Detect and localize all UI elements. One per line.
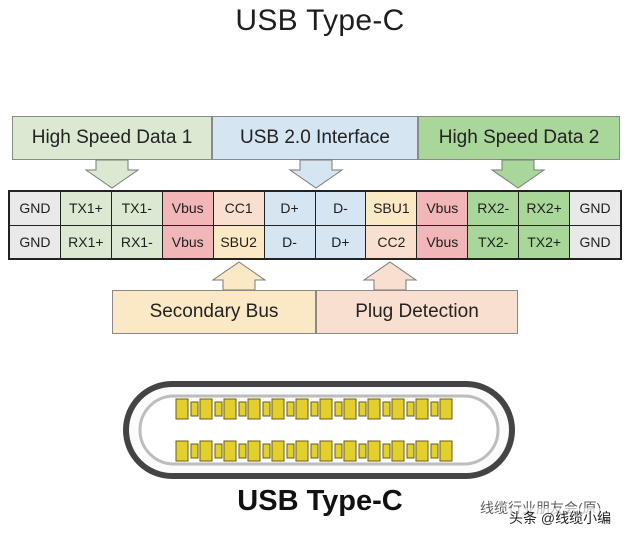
group-high-speed-data-1: High Speed Data 1: [12, 116, 212, 160]
pin-bottom-5: SBU2: [213, 225, 264, 258]
contact-pad: [175, 398, 189, 420]
contact-pad-small: [406, 401, 415, 417]
contact-pad-small: [214, 443, 223, 459]
contact-pad-small: [238, 401, 247, 417]
pin-top-7: D-: [315, 192, 366, 225]
pin-top-9: Vbus: [417, 192, 468, 225]
contact-pad: [175, 440, 189, 462]
contact-pad: [367, 440, 381, 462]
pin-top-12: GND: [570, 192, 620, 225]
contact-pad-small: [190, 401, 199, 417]
pin-top-10: RX2-: [468, 192, 519, 225]
pin-bottom-3: RX1-: [111, 225, 162, 258]
pin-top-4: Vbus: [162, 192, 213, 225]
pin-bottom-1: GND: [10, 225, 60, 258]
pin-top-11: RX2+: [519, 192, 570, 225]
contact-pad: [199, 398, 213, 420]
contact-pad: [367, 398, 381, 420]
pin-top-1: GND: [10, 192, 60, 225]
pin-top-6: D+: [264, 192, 315, 225]
contact-pad-small: [310, 443, 319, 459]
group-label: Plug Detection: [355, 301, 479, 322]
contact-pad: [415, 440, 429, 462]
contact-pad: [247, 398, 261, 420]
pin-top-2: TX1+: [60, 192, 111, 225]
pin-bottom-4: Vbus: [162, 225, 213, 258]
group-label: Secondary Bus: [149, 301, 279, 322]
watermark-handle: 头条 @线缆小编: [509, 508, 612, 528]
contact-pad-small: [214, 401, 223, 417]
arrow-down-usb2: [288, 159, 344, 189]
contact-pad: [199, 440, 213, 462]
contact-pad: [295, 398, 309, 420]
pin-bottom-10: TX2-: [468, 225, 519, 258]
contact-pad-small: [382, 443, 391, 459]
contact-pad-small: [406, 443, 415, 459]
contact-pad-small: [262, 401, 271, 417]
contact-pad-small: [358, 443, 367, 459]
contact-pad-small: [334, 443, 343, 459]
pin-bottom-9: Vbus: [417, 225, 468, 258]
group-label: High Speed Data 2: [438, 127, 600, 148]
contact-pad: [319, 440, 333, 462]
contact-pad: [295, 440, 309, 462]
contact-pad-small: [310, 401, 319, 417]
group-secondary-bus: Secondary Bus: [112, 290, 316, 334]
contact-pad-small: [190, 443, 199, 459]
pin-bottom-12: GND: [570, 225, 620, 258]
contact-pad-small: [358, 401, 367, 417]
contact-pad: [343, 440, 357, 462]
connector-top-contacts: [175, 398, 453, 420]
contact-pad-small: [334, 401, 343, 417]
contact-pad-small: [286, 401, 295, 417]
diagram-title: USB Type-C: [235, 4, 405, 37]
pin-bottom-8: CC2: [366, 225, 417, 258]
arrow-down-hsd1: [84, 159, 140, 189]
pin-top-8: SBU1: [366, 192, 417, 225]
group-label: High Speed Data 1: [31, 127, 193, 148]
contact-pad-small: [238, 443, 247, 459]
contact-pad: [319, 398, 333, 420]
contact-pad: [391, 440, 405, 462]
group-label: USB 2.0 Interface: [240, 127, 390, 148]
connector-bottom-contacts: [175, 440, 453, 462]
contact-pad: [439, 398, 453, 420]
pin-bottom-2: RX1+: [60, 225, 111, 258]
contact-pad: [391, 398, 405, 420]
contact-pad-small: [286, 443, 295, 459]
contact-pad: [415, 398, 429, 420]
contact-pad: [247, 440, 261, 462]
pin-top-3: TX1-: [111, 192, 162, 225]
contact-pad-small: [382, 401, 391, 417]
arrow-down-hsd2: [490, 159, 546, 189]
contact-pad: [343, 398, 357, 420]
group-plug-detection: Plug Detection: [316, 290, 518, 334]
pin-bottom-11: TX2+: [519, 225, 570, 258]
contact-pad: [439, 440, 453, 462]
contact-pad: [271, 398, 285, 420]
contact-pad-small: [430, 443, 439, 459]
group-high-speed-data-2: High Speed Data 2: [418, 116, 620, 160]
pin-top-5: CC1: [213, 192, 264, 225]
contact-pad: [223, 440, 237, 462]
contact-pad-small: [430, 401, 439, 417]
pin-bottom-6: D-: [264, 225, 315, 258]
contact-pad: [223, 398, 237, 420]
connector-label: USB Type-C: [237, 485, 403, 517]
contact-pad-small: [262, 443, 271, 459]
contact-pad: [271, 440, 285, 462]
pin-bottom-7: D+: [315, 225, 366, 258]
